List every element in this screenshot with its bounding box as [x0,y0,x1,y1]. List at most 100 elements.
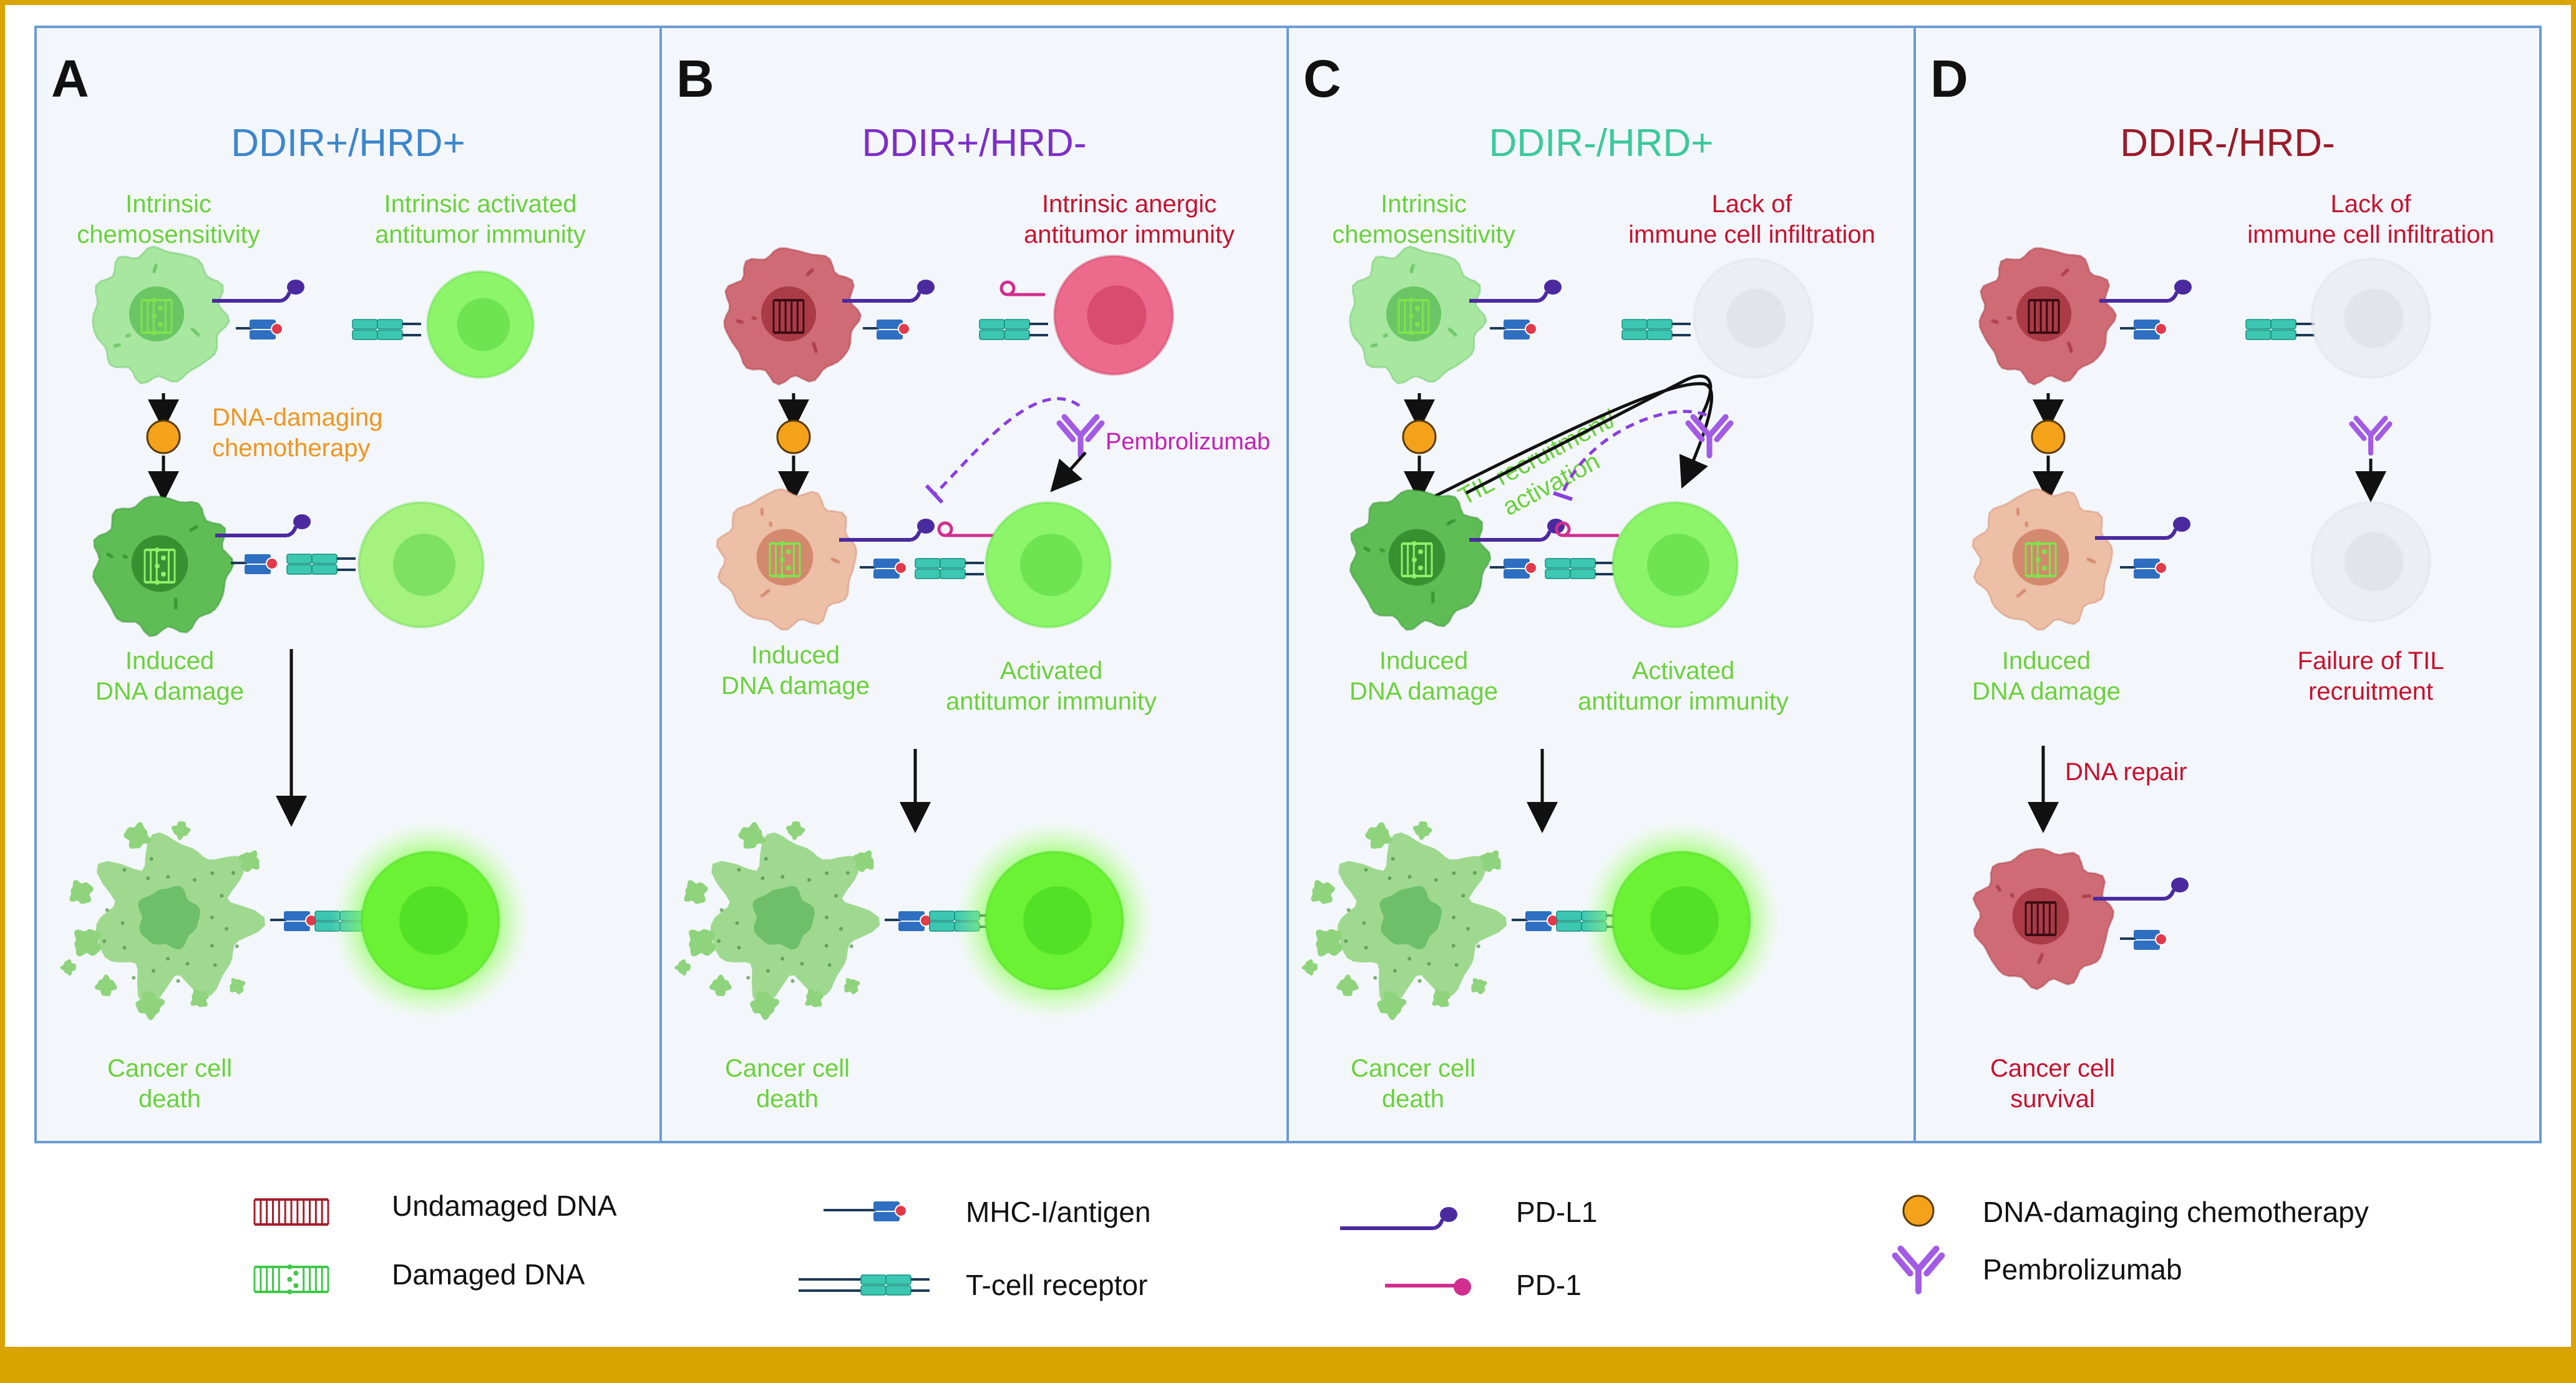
dna-fragment [785,565,791,570]
cell-speck [1452,871,1456,876]
mhc-domain [284,922,310,931]
cell-speck [1417,979,1422,983]
cell-speck [1346,908,1351,912]
cell-speck [764,857,768,861]
cell-speck [1344,939,1348,943]
pdl1-neck [1540,530,1552,542]
cell-fragment [853,850,874,872]
cell-speck [1451,944,1456,948]
cell-speck [827,963,832,967]
dna-fragment [2035,574,2041,579]
pd1-head [999,280,1016,296]
chemo-dot-icon [776,419,811,454]
tcr-domain [1004,330,1030,340]
t-cell-nucleus [399,886,468,955]
antibody-light-chain [2349,421,2367,441]
legend-tcr: T-cell receptor [799,1269,1147,1301]
dna-fragment [1408,330,1414,335]
cell-speck [220,894,224,898]
dna-fragment [160,572,166,577]
cell-speck [825,916,829,919]
mhc-domain [1504,330,1530,340]
dying-cancer-cell-icon [1301,821,1507,1020]
cell-speck [176,979,180,983]
cell-speck [2069,349,2073,353]
dna-fragment [154,564,160,569]
right-header-line: Lack of [1712,190,1793,218]
cell-speck [1461,894,1465,898]
dna-icon [2024,901,2057,936]
legend-undamaged-dna: Undamaged DNA [253,1190,617,1226]
tcr-domain [377,330,403,340]
pdl1-head [1440,1207,1457,1222]
til-arrow-icon [1434,382,1713,498]
chemo-dot-icon [1402,419,1437,454]
t-cell-icon [2310,258,2431,379]
right-header-line: Lack of [2331,190,2412,218]
mhc-icon [2120,930,2167,950]
cell-speck [1452,519,1456,523]
damaged-dna-icon [1397,298,1430,335]
legend-label: Pembrolizumab [1983,1253,2182,1286]
cell-speck [736,319,740,323]
treatment-label-line: chemotherapy [212,434,370,462]
cell-speck [1995,884,2000,889]
cell-speck [1391,857,1395,861]
t-cell-nucleus [1726,288,1786,348]
bottom-label-line: Cancer cell [1990,1055,2115,1082]
tcr-icon [1621,319,1691,340]
cell-speck [125,334,129,338]
bottom-label-line: Cancer cell [107,1055,232,1082]
t-cell-icon [1582,821,1781,1020]
pdl1-icon [2093,877,2189,901]
cell-speck [2065,268,2069,272]
dna-fragment [1408,314,1414,319]
pdl1-icon [2095,517,2190,540]
dna-fragment [1408,298,1414,303]
cell-speck [1388,876,1392,881]
mid-right-label-line: Activated [1632,657,1735,685]
chemo-dot-icon [2031,419,2066,454]
damaged-dna-icon [143,547,176,585]
dna-fragment [2041,549,2047,554]
pdl1-icon [842,280,935,303]
legend-pembro: Pembrolizumab [1892,1245,2182,1294]
cell-speck [231,871,235,875]
cancer-cell-icon [1349,489,1492,632]
cell-speck [769,521,773,525]
panels: ADDIR+/HRD+BDDIR+/HRD-CDDIR-/HRD+DDDIR-/… [34,26,2542,1143]
t-cell-body [2310,258,2431,379]
cell-speck [1434,877,1438,882]
tcr-domain [1545,569,1571,579]
cell-speck [149,857,153,861]
cell-fragment [1311,880,1335,904]
dna-fragment [2035,557,2041,562]
tcr-domain [1646,330,1673,340]
cell-speck [173,606,178,610]
pdl1-head [2174,280,2192,295]
cell-speck [106,552,110,557]
cell-speck [1411,263,1416,268]
panel-title: DDIR-/HRD- [2120,122,2335,165]
pdl1-head [2171,877,2189,892]
dna-fragment [785,549,791,554]
cancer-cell-icon [92,495,235,638]
t-cell-nucleus [1087,285,1147,345]
legend-chemo: DNA-damaging chemotherapy [1902,1195,2369,1228]
antibody-icon [2349,416,2393,456]
mhc-domain [245,554,271,564]
cell-speck [105,908,109,912]
dna-icon [2028,299,2060,334]
cell-nucleus [752,886,815,950]
mhc-domain [1504,559,1530,568]
cell-speck [766,969,770,973]
